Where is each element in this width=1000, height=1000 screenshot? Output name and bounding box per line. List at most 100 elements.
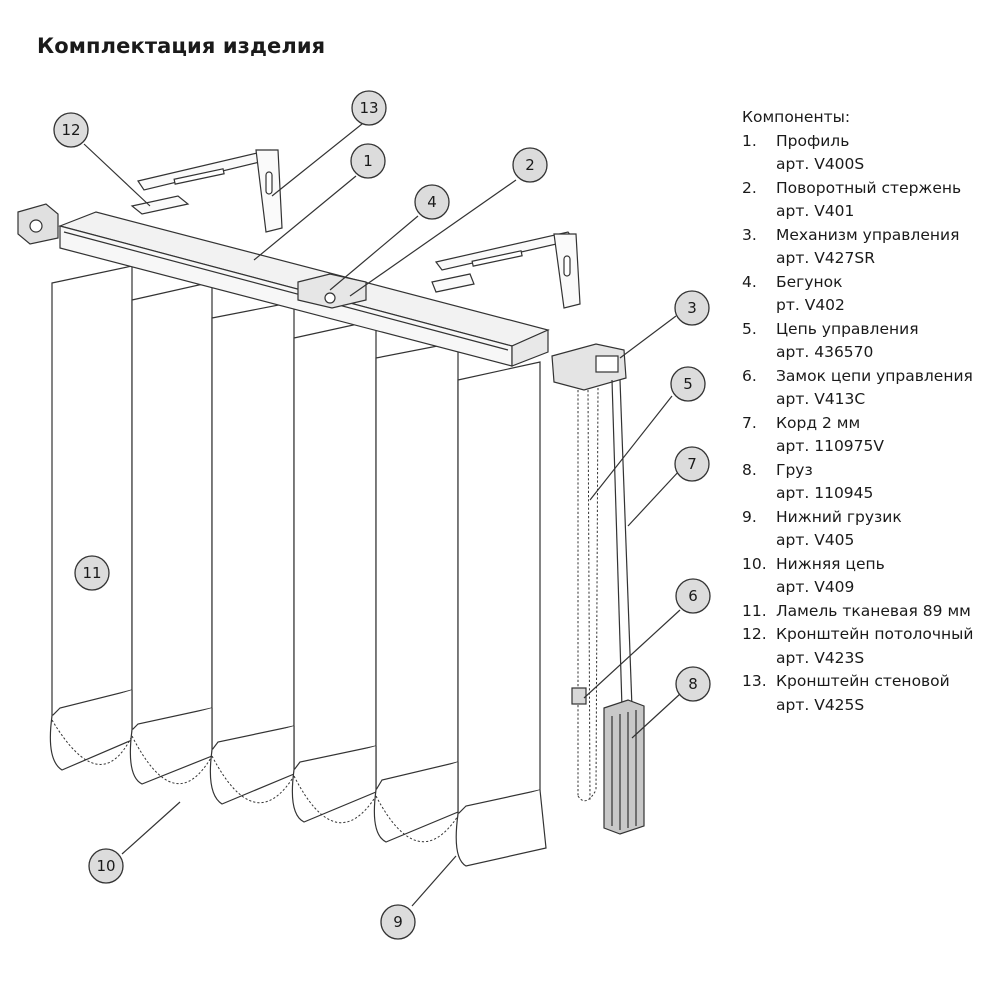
legend-item-number: 10.	[742, 554, 767, 573]
callout-8-label: 8	[688, 675, 698, 693]
legend-item-article: рт. V402	[776, 296, 845, 314]
legend-item-article: арт. V413C	[776, 390, 866, 408]
cord-weight	[603, 699, 645, 835]
legend-item-text: Замок цепи управления арт. V413C	[776, 365, 992, 412]
callout-11: 11	[74, 555, 110, 591]
legend-item-article: арт. V409	[776, 578, 855, 596]
slats	[49, 265, 547, 867]
leader-lines	[83, 123, 681, 907]
callout-3: 3	[674, 290, 710, 326]
legend-item-article: арт. V400S	[776, 155, 865, 173]
wall-bracket-right	[431, 231, 581, 309]
callout-11-label: 11	[82, 564, 101, 582]
components-legend: Компоненты: 1. Профиль арт. V400S 2. Поворот…	[742, 106, 992, 717]
callout-8: 8	[675, 666, 711, 702]
legend-item-article: арт. V405	[776, 531, 855, 549]
legend-item-article: арт. V425S	[776, 695, 865, 714]
legend-item: 4. Бегунок рт. V402	[742, 271, 992, 318]
legend-item-name: Механизм управления	[776, 225, 960, 244]
legend-item-text: Груз арт. 110945	[776, 459, 992, 506]
legend-item-name: Профиль	[776, 131, 850, 150]
legend-item-number: 5.	[742, 319, 757, 338]
callout-7-label: 7	[687, 455, 697, 473]
legend-item-article: арт. 110945	[776, 484, 874, 502]
callout-4: 4	[414, 184, 450, 220]
legend-item-number: 12.	[742, 625, 767, 643]
legend-item-name: Цепь управления	[776, 319, 919, 338]
legend-item-name: Кронштейн стеновой	[776, 672, 950, 690]
legend-item-number: 2.	[742, 178, 757, 197]
legend-heading: Компоненты:	[742, 108, 851, 126]
bottom-chain	[51, 719, 459, 843]
callout-2: 2	[512, 147, 548, 183]
callout-9-label: 9	[393, 913, 403, 931]
callout-13: 13	[351, 90, 387, 126]
legend-item-name: Замок цепи управления	[776, 366, 973, 385]
legend-item-number: 11.	[742, 601, 767, 620]
legend-item: 2. Поворотный стержень арт. V401	[742, 177, 992, 224]
legend-item: 9. Нижний грузик арт. V405	[742, 506, 992, 553]
legend-item-text: Бегунок рт. V402	[776, 271, 992, 318]
legend-item-article: арт. 436570	[776, 343, 874, 361]
callout-4-label: 4	[427, 193, 437, 211]
legend-item-name: Груз	[776, 460, 813, 479]
legend-item-text: Цепь управления арт. 436570	[776, 318, 992, 365]
callout-10: 10	[88, 848, 124, 884]
profile-rail	[58, 211, 550, 367]
legend-item: 11. Ламель тканевая 89 мм	[742, 600, 992, 624]
callout-5-label: 5	[683, 375, 693, 393]
control-mechanism	[551, 343, 627, 391]
legend-item-article: арт. V423S	[776, 648, 865, 667]
legend-item-name: Нижняя цепь	[776, 554, 885, 573]
control-cord	[611, 379, 633, 709]
legend-item: 3. Механизм управления арт. V427SR	[742, 224, 992, 271]
control-chain	[577, 387, 599, 802]
legend-item-number: 7.	[742, 413, 757, 432]
page-title: Комплектация изделия	[37, 34, 326, 58]
callout-12: 12	[53, 112, 89, 148]
wall-bracket-left	[137, 149, 283, 233]
legend-item-text: Нижний грузик арт. V405	[776, 506, 992, 553]
legend-item-text: Ламель тканевая 89 мм	[776, 600, 992, 624]
legend-item-number: 3.	[742, 225, 757, 244]
callout-5: 5	[670, 366, 706, 402]
callout-7: 7	[674, 446, 710, 482]
legend-item-name: Поворотный стержень	[776, 178, 962, 197]
legend-item: 6. Замок цепи управления арт. V413C	[742, 365, 992, 412]
legend-item: 5. Цепь управления арт. 436570	[742, 318, 992, 365]
legend-item-text: Кронштейн стеновой арт. V425S	[776, 670, 992, 717]
legend-item-name: Нижний грузик	[776, 507, 902, 526]
legend-item-number: 4.	[742, 272, 757, 291]
callout-10-label: 10	[96, 857, 115, 875]
legend-item-number: 13.	[742, 672, 767, 690]
legend-item-article: арт. V427SR	[776, 249, 876, 267]
legend-item-text: Нижняя цепь арт. V409	[776, 553, 992, 600]
legend-item: 13. Кронштейн стеновой арт. V425S	[742, 670, 992, 717]
legend-item-number: 8.	[742, 460, 757, 479]
legend-item-article: арт. V401	[776, 202, 855, 220]
callout-1-label: 1	[363, 152, 373, 170]
callout-6: 6	[675, 578, 711, 614]
ceiling-bracket	[130, 195, 190, 215]
callout-2-label: 2	[525, 156, 535, 174]
legend-item-name: Бегунок	[776, 272, 843, 291]
callout-6-label: 6	[688, 587, 698, 605]
callout-9: 9	[380, 904, 416, 940]
legend-item-number: 1.	[742, 131, 757, 150]
callout-12-label: 12	[61, 121, 80, 139]
chain-lock	[571, 687, 587, 705]
legend-item-name: Корд 2 мм	[776, 413, 861, 432]
legend-item-name: Ламель тканевая 89 мм	[776, 601, 971, 620]
legend-item-text: Кронштейн потолочный арт. V423S	[776, 623, 992, 670]
legend-item: 12. Кронштейн потолочный арт. V423S	[742, 623, 992, 670]
legend-item-text: Механизм управления арт. V427SR	[776, 224, 992, 271]
legend-item-number: 9.	[742, 507, 757, 526]
legend-item: 8. Груз арт. 110945	[742, 459, 992, 506]
legend-item-name: Кронштейн потолочный	[776, 625, 974, 643]
legend-item-number: 6.	[742, 366, 757, 385]
callout-3-label: 3	[687, 299, 697, 317]
legend-item-text: Поворотный стержень арт. V401	[776, 177, 992, 224]
